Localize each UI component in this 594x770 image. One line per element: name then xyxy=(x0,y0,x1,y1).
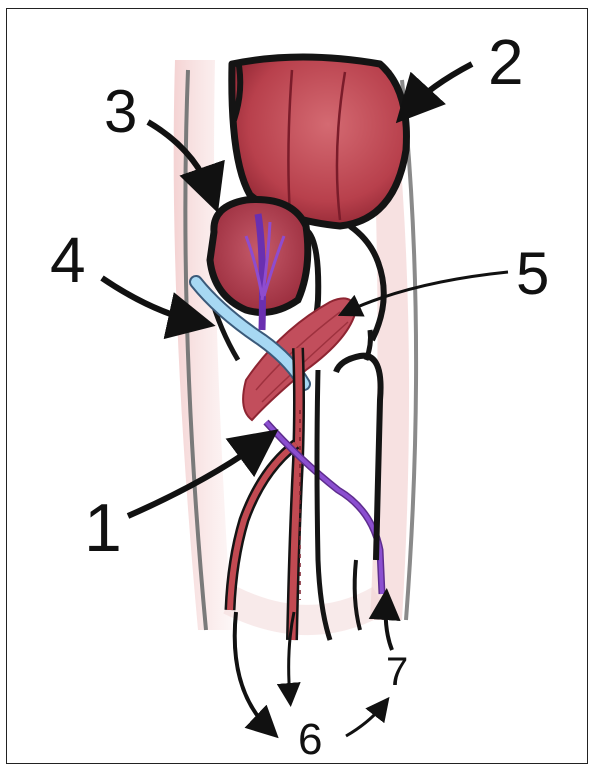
label-5: 5 xyxy=(516,244,549,304)
arrow-6c xyxy=(346,704,384,736)
arrow-6a xyxy=(235,612,270,730)
arrow-2 xyxy=(408,64,472,110)
label-3: 3 xyxy=(104,82,137,142)
label-6: 6 xyxy=(298,718,322,762)
label-1: 1 xyxy=(84,494,122,562)
label-4: 4 xyxy=(50,228,86,292)
label-2: 2 xyxy=(488,30,524,94)
arrow-5 xyxy=(346,272,508,312)
label-7: 7 xyxy=(386,652,408,692)
